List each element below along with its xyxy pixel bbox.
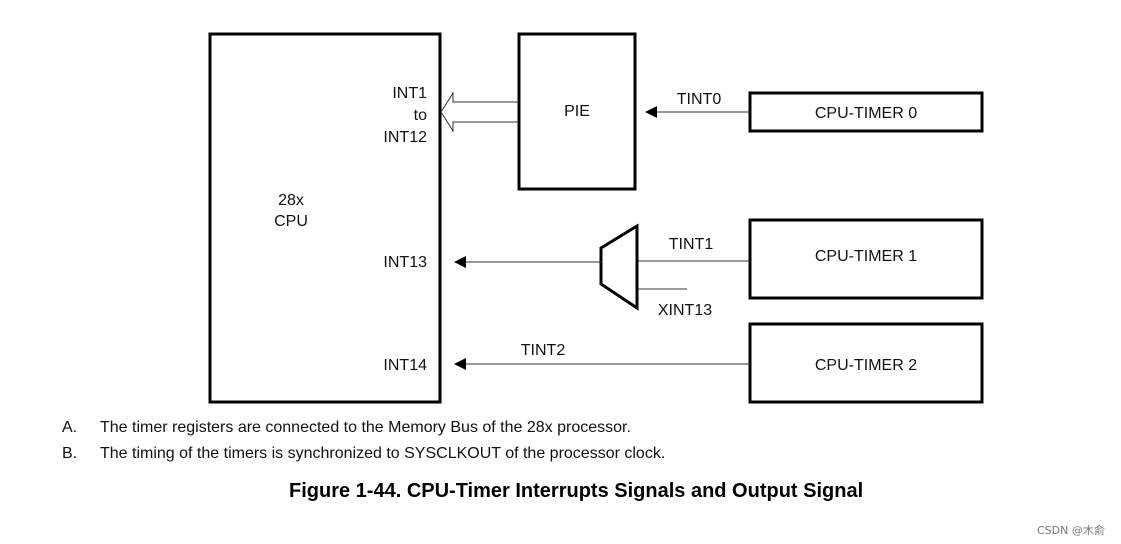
note-b: B. The timing of the timers is synchroni… [62, 445, 782, 465]
note-a-marker: A. [62, 419, 78, 436]
cpu-label-line1: 28x [278, 192, 304, 209]
int13-arrowhead [454, 256, 466, 268]
note-b-marker: B. [62, 445, 78, 462]
to-label: to [414, 107, 427, 124]
note-a-text: The timer registers are connected to the… [100, 419, 631, 436]
cpu-timer-1-block [748, 218, 984, 300]
cpu-timer-0-label: CPU-TIMER 0 [815, 105, 917, 122]
note-a: A. The timer registers are connected to … [62, 419, 762, 439]
figure-caption: Figure 1-44. CPU-Timer Interrupts Signal… [289, 480, 864, 502]
pie-label: PIE [564, 103, 590, 120]
cpu-timer-2-block [748, 322, 984, 404]
cpu-block [208, 32, 442, 404]
note-b-text: The timing of the timers is synchronized… [100, 445, 666, 462]
pie-bus-arrow [440, 91, 519, 133]
int1-label: INT1 [392, 85, 427, 102]
cpu-timer-2-label: CPU-TIMER 2 [815, 357, 917, 374]
cpu-timer-diagram: 28x CPU INT1 to INT12 INT13 INT14 PIE CP… [208, 32, 984, 404]
int12-label: INT12 [383, 129, 427, 146]
int14-label: INT14 [383, 357, 427, 374]
tint0-arrowhead [645, 106, 657, 118]
xint13-label: XINT13 [658, 302, 712, 319]
tint0-label: TINT0 [677, 91, 722, 108]
cpu-label-line2: CPU [274, 213, 308, 230]
pie-block [517, 32, 637, 191]
cpu-timer-1-label: CPU-TIMER 1 [815, 248, 917, 265]
tint1-label: TINT1 [669, 236, 714, 253]
tint2-label: TINT2 [521, 342, 566, 359]
watermark: CSDN @木俞 [1037, 524, 1105, 537]
int14-arrowhead [454, 358, 466, 370]
int13-label: INT13 [383, 254, 427, 271]
int13-mux [599, 223, 639, 311]
